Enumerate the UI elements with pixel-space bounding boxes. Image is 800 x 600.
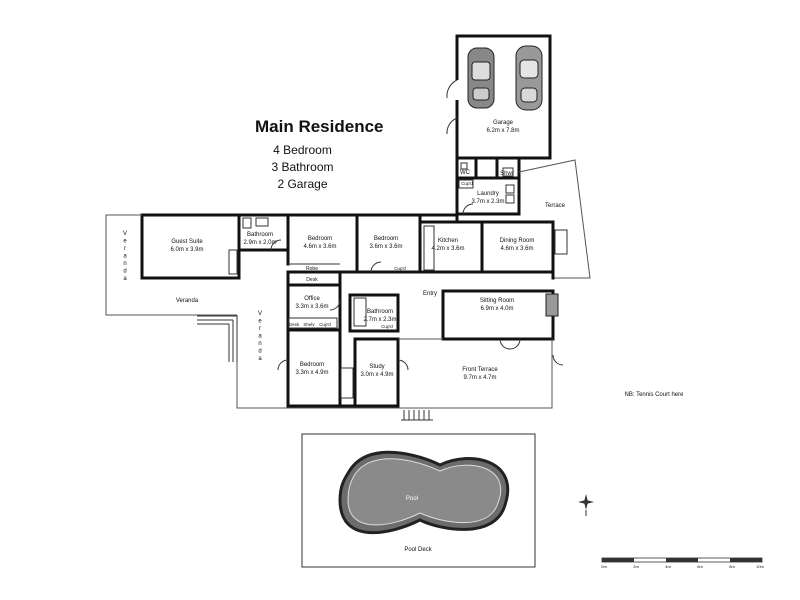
- scale-tick: 6m: [697, 564, 703, 569]
- room-dims-kitchen: 4.2m x 3.6m: [431, 246, 464, 252]
- west-steps: [197, 315, 238, 362]
- area-terrace: Terrace: [545, 203, 566, 209]
- room-dims-dining: 4.6m x 3.6m: [500, 246, 533, 252]
- room-name-bath1: Bathroom: [247, 232, 273, 238]
- room-name-wc: WC: [460, 170, 471, 176]
- room-dims-laundry: 3.7m x 2.3m: [471, 199, 504, 205]
- scale-tick: 0m: [601, 564, 607, 569]
- pool-area: [301, 433, 536, 568]
- summary-garage: 2 Garage: [277, 177, 328, 191]
- room-dims-sitting: 6.9m x 4.0m: [480, 306, 513, 312]
- scale-tick: 2m: [633, 564, 639, 569]
- room-dims-garage: 6.2m x 7.8m: [486, 128, 519, 134]
- room-name-bed3: Bedroom: [300, 362, 324, 368]
- terrace-outline: [518, 159, 591, 279]
- fixture-cupbd-1: Cup'd: [319, 322, 331, 327]
- fixture-cupbd-4: Cup'd: [381, 324, 393, 329]
- fixture-desk-1: Desk: [306, 277, 318, 283]
- compass-icon: [578, 494, 594, 516]
- room-dims-bed3: 3.3m x 4.9m: [295, 370, 328, 376]
- service-wing: [455, 156, 521, 216]
- scale-tick: 8m: [729, 564, 735, 569]
- room-name-study: Study: [369, 364, 384, 370]
- room-dims-bed2: 3.6m x 3.6m: [369, 244, 402, 250]
- room-name-laundry: Laundry: [477, 191, 499, 197]
- area-veranda-south: Veranda: [176, 298, 199, 304]
- room-name-bath2: Bathroom: [367, 309, 393, 315]
- scale-tick: 4m: [665, 564, 671, 569]
- fixture-desk-2: Desk: [289, 322, 300, 327]
- scale-tick: 10m: [756, 564, 764, 569]
- area-entry: Entry: [423, 291, 437, 297]
- front-steps: [401, 410, 433, 421]
- room-dims-bath2: 2.7m x 2.3m: [363, 317, 396, 323]
- area-pool-deck: Pool Deck: [404, 547, 432, 553]
- fixture-cupbd-2: Cup'd: [461, 181, 473, 186]
- car-icon: [515, 45, 543, 111]
- room-name-office: Office: [304, 296, 320, 302]
- room-name-dining: Dining Room: [500, 238, 535, 244]
- room-name-terrace: Front Terrace: [462, 367, 498, 373]
- room-name-kitchen: Kitchen: [438, 238, 458, 244]
- room-name-bed2: Bedroom: [374, 236, 398, 242]
- main-house: [105, 212, 568, 421]
- car-icon: [467, 47, 495, 109]
- room-name-shwr: Shwr: [500, 171, 514, 177]
- room-dims-bath1: 2.9m x 2.0m: [243, 240, 276, 246]
- room-dims-terrace: 9.7m x 4.7m: [463, 375, 496, 381]
- summary-bedrooms: 4 Bedroom: [273, 143, 332, 157]
- room-dims-office: 3.3m x 3.6m: [295, 304, 328, 310]
- summary-bathrooms: 3 Bathroom: [271, 160, 334, 174]
- room-dims-guest: 6.0m x 3.9m: [170, 247, 203, 253]
- garage: [446, 34, 552, 160]
- note-tennis-court: NB: Tennis Court here: [625, 392, 685, 398]
- page-title: Main Residence: [255, 117, 384, 136]
- room-name-garage: Garage: [493, 120, 514, 126]
- room-name-sitting: Sitting Room: [480, 298, 514, 304]
- area-pool: Pool: [406, 496, 418, 502]
- fixture-cupbd-3: Cup'd: [394, 266, 406, 271]
- fixture-robe: Robe: [306, 266, 318, 272]
- fixture-shelv: Shelv: [303, 322, 315, 327]
- room-dims-bed1: 4.6m x 3.6m: [303, 244, 336, 250]
- room-dims-study: 3.0m x 4.9m: [360, 372, 393, 378]
- room-name-bed1: Bedroom: [308, 236, 332, 242]
- scale-bar: [601, 557, 763, 563]
- room-name-guest: Guest Suite: [171, 239, 203, 245]
